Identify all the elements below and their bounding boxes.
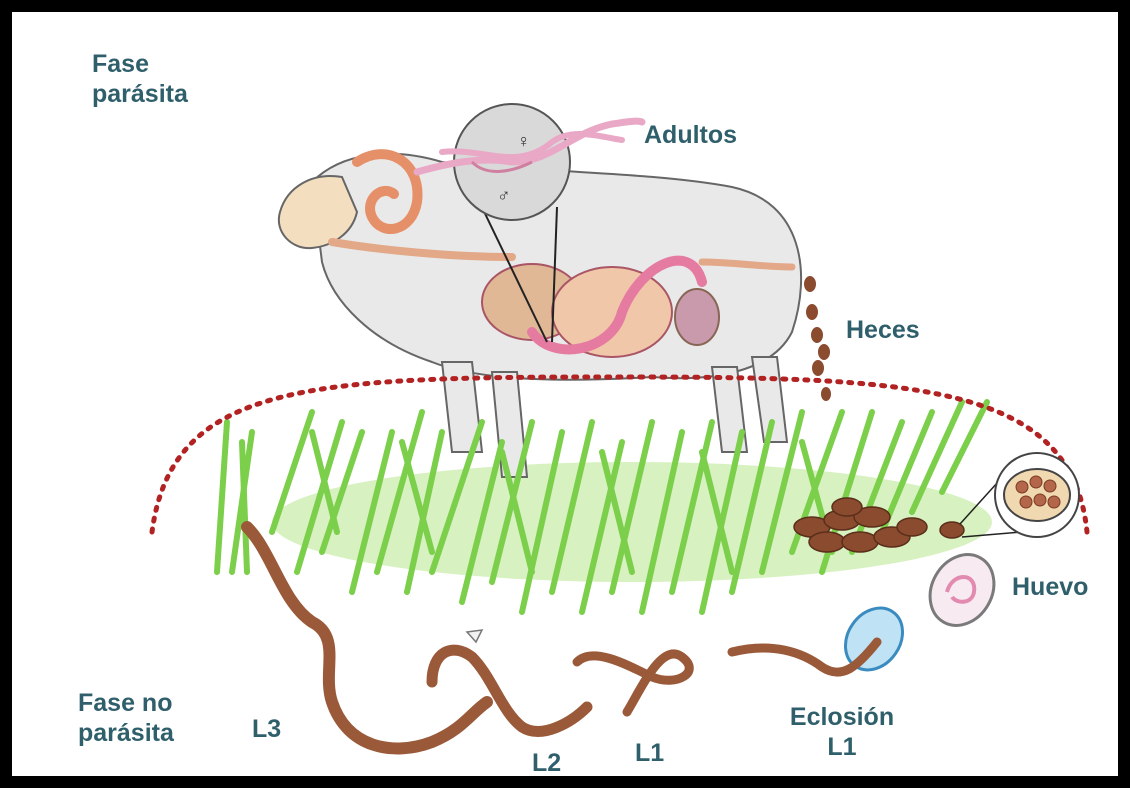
label-egg: Huevo [1012,572,1088,602]
label-nonparasitic-phase: Fase no parásita [78,688,174,748]
larva-l2-worm [432,650,587,731]
label-l3: L3 [252,714,281,744]
larva-l1-worm [577,654,689,712]
label-l1: L1 [635,738,664,768]
symbol-male: ♂ [497,180,511,210]
label-l2: L2 [532,748,561,778]
egg-icon [918,543,1007,637]
symbol-female: ♀ [517,126,531,156]
label-adults: Adultos [644,120,737,150]
label-feces: Heces [846,315,920,345]
life-cycle-illustration [12,12,1130,800]
label-hatching-l1: Eclosión L1 [782,702,902,762]
label-parasitic-phase: Fase parásita [92,49,188,109]
larva-l2-sheath [467,630,482,642]
